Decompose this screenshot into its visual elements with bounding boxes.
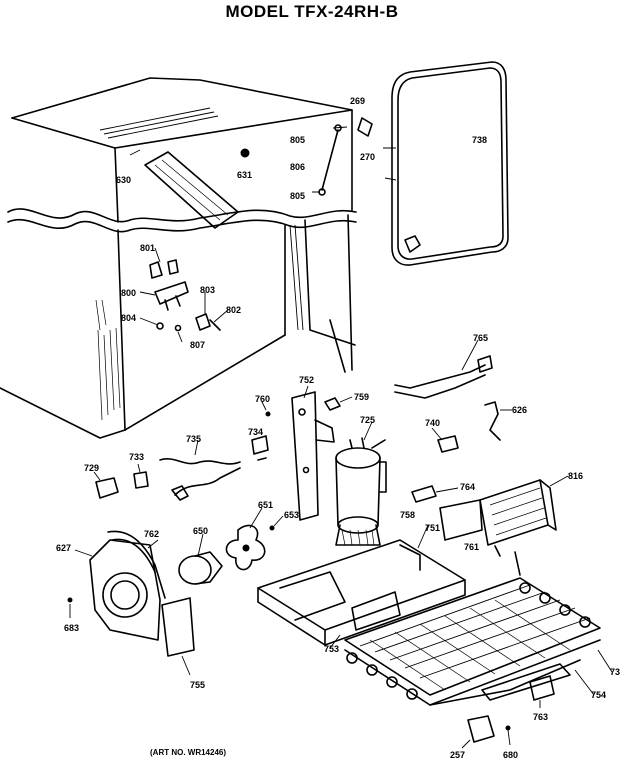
art-number: (ART NO. WR14246) bbox=[150, 748, 227, 757]
door-gasket bbox=[383, 61, 509, 266]
overload-wiring bbox=[159, 439, 241, 501]
label-73: 73 bbox=[610, 667, 620, 677]
label-803: 803 bbox=[200, 285, 215, 295]
diagram-title: MODEL TFX-24RH-B bbox=[225, 2, 399, 21]
label-738: 738 bbox=[472, 135, 487, 145]
label-683: 683 bbox=[64, 623, 79, 633]
condenser-coil bbox=[344, 551, 613, 706]
label-761: 761 bbox=[464, 542, 479, 552]
label-740: 740 bbox=[425, 418, 440, 428]
label-754: 754 bbox=[591, 690, 606, 700]
label-805-lower: 805 bbox=[290, 191, 305, 201]
label-725: 725 bbox=[360, 415, 375, 425]
label-802: 802 bbox=[226, 305, 241, 315]
mounting-bracket bbox=[291, 385, 335, 521]
label-801: 801 bbox=[140, 243, 155, 253]
label-762: 762 bbox=[144, 529, 159, 539]
cabinet-housing bbox=[0, 77, 357, 439]
label-680: 680 bbox=[503, 750, 518, 760]
label-758: 758 bbox=[400, 510, 415, 520]
damper-control-parts bbox=[139, 247, 229, 343]
control-rod-assembly bbox=[312, 117, 373, 196]
label-753: 753 bbox=[324, 644, 339, 654]
label-816: 816 bbox=[568, 471, 583, 481]
label-755: 755 bbox=[190, 680, 205, 690]
label-729: 729 bbox=[84, 463, 99, 473]
label-257: 257 bbox=[450, 750, 465, 760]
label-653: 653 bbox=[284, 510, 299, 520]
label-765: 765 bbox=[473, 333, 488, 343]
capacitor-part bbox=[251, 435, 269, 461]
relay-part bbox=[431, 427, 459, 453]
bottom-small-parts bbox=[461, 675, 555, 749]
relay-cover-parts bbox=[93, 463, 149, 499]
condenser-fan-motor bbox=[178, 507, 284, 585]
shroud-bracket bbox=[161, 597, 195, 676]
label-805-upper: 805 bbox=[290, 135, 305, 145]
label-650: 650 bbox=[193, 526, 208, 536]
label-733: 733 bbox=[129, 452, 144, 462]
base-pan bbox=[257, 524, 466, 649]
label-759: 759 bbox=[354, 392, 369, 402]
label-751: 751 bbox=[425, 523, 440, 533]
label-760: 760 bbox=[255, 394, 270, 404]
label-626: 626 bbox=[512, 405, 527, 415]
label-804: 804 bbox=[121, 313, 136, 323]
label-630: 630 bbox=[116, 175, 131, 185]
label-631: 631 bbox=[237, 170, 252, 180]
control-box bbox=[411, 475, 569, 557]
wire-harness bbox=[394, 339, 493, 399]
label-763: 763 bbox=[533, 712, 548, 722]
label-735: 735 bbox=[186, 434, 201, 444]
label-651: 651 bbox=[258, 500, 273, 510]
label-752: 752 bbox=[299, 375, 314, 385]
label-270: 270 bbox=[360, 152, 375, 162]
grommet-screw bbox=[261, 396, 353, 417]
label-764: 764 bbox=[460, 482, 475, 492]
label-269: 269 bbox=[350, 96, 365, 106]
fan-shroud bbox=[67, 530, 166, 641]
compressor bbox=[335, 421, 387, 546]
label-734: 734 bbox=[248, 427, 263, 437]
label-806: 806 bbox=[290, 162, 305, 172]
label-627: 627 bbox=[56, 543, 71, 553]
label-800: 800 bbox=[121, 288, 136, 298]
clip-part bbox=[484, 401, 512, 441]
label-807: 807 bbox=[190, 340, 205, 350]
